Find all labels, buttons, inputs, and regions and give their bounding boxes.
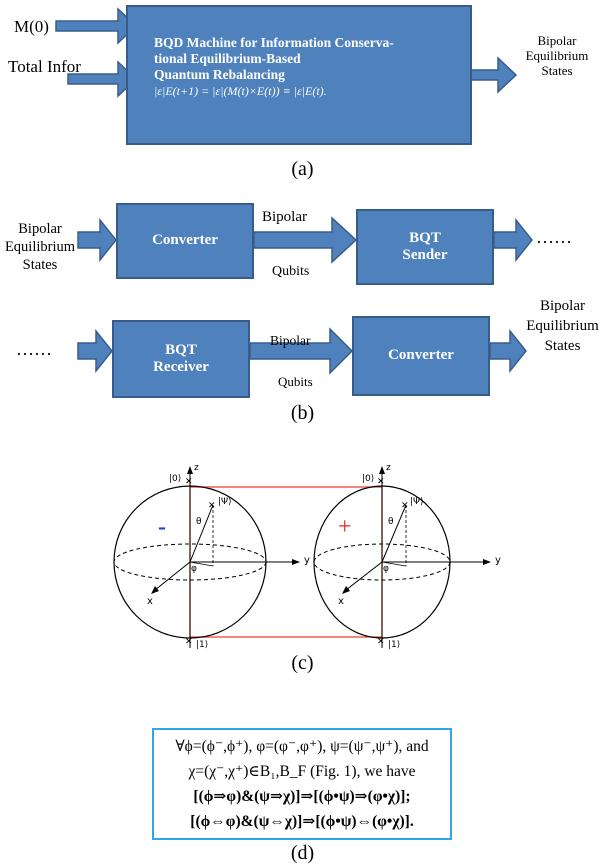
caption-d: (d) — [290, 842, 315, 864]
converter-box-b2: Converter — [352, 316, 490, 396]
converter-b1-label: Converter — [152, 232, 218, 249]
b1-mid-bottom-label: Qubits — [272, 264, 310, 279]
left-psi: |Ψ⟩ — [218, 497, 232, 507]
converter-box-b1: Converter — [116, 203, 254, 279]
output-a-line3: States — [541, 63, 573, 78]
converter-b2-label: Converter — [388, 347, 454, 364]
receiver-line1: BQT — [165, 341, 197, 358]
input-label-total-infor: Total Infor — [8, 57, 81, 76]
formula-line1: ∀ϕ=(ϕ⁻,ϕ⁺), φ=(φ⁻,φ⁺), ψ=(ψ⁻,ψ⁺), and — [175, 738, 429, 755]
input-label-m0: M(0) — [14, 17, 49, 36]
right-psi: |Ψ⟩ — [410, 497, 424, 507]
b2-output-line3: States — [544, 338, 581, 354]
b1-trailing-ellipsis: …… — [536, 227, 572, 247]
caption-c: (c) — [291, 652, 314, 674]
left-theta: θ — [196, 517, 202, 527]
sender-line2: Sender — [402, 247, 448, 263]
output-label-a: Bipolar Equilibrium States — [514, 33, 600, 78]
formula-line2: χ=(χ⁻,χ⁺)∈B₁,B_F (Fig. 1), we have — [188, 763, 416, 780]
bqd-equation: |ε|E(t+1) = |ε|(M(t)×E(t)) ≡ |ε|E(t). — [154, 84, 327, 98]
right-ket0: |0⟩ — [362, 474, 375, 484]
right-axis-y: y — [495, 555, 501, 566]
b1-input-label: Bipolar Equilibrium States — [0, 220, 80, 274]
bqd-title-line1: BQD Machine for Information Conserva- — [154, 35, 394, 50]
left-axis-z: z — [194, 463, 199, 473]
output-a-line1: Bipolar — [537, 33, 577, 48]
svg-text:✕: ✕ — [185, 637, 193, 647]
b2-output-line2: Equilibrium — [526, 318, 599, 334]
arrow-b1-middle — [253, 216, 358, 264]
bqd-title-line3: Quantum Rebalancing — [154, 67, 285, 82]
b1-input-line3: States — [22, 257, 58, 273]
b1-mid-top-label: Bipolar — [262, 209, 307, 225]
receiver-line2: Receiver — [153, 359, 209, 375]
arrow-b1-input — [77, 217, 117, 263]
output-arrow-a — [469, 56, 518, 94]
svg-text:✕: ✕ — [377, 477, 385, 487]
input-arrow-m0 — [55, 7, 138, 45]
bqd-title-line2: tional Equilibrium-Based — [154, 51, 301, 66]
left-ket1: |1⟩ — [196, 640, 209, 650]
bqt-sender-box: BQT Sender — [356, 209, 494, 285]
formula-line4: [(ϕ⇔φ)&(ψ⇔χ)]⇒[(ϕ•ψ)⇔(φ•χ)]. — [190, 813, 414, 830]
b1-input-line2: Equilibrium — [4, 239, 76, 255]
svg-text:✕: ✕ — [185, 477, 193, 487]
svg-text:✕: ✕ — [377, 637, 385, 647]
b1-input-line1: Bipolar — [18, 221, 62, 237]
arrow-b2-output — [489, 328, 527, 374]
arrow-b2-middle — [249, 327, 354, 375]
right-theta: θ — [388, 517, 394, 527]
bqt-receiver-box: BQT Receiver — [112, 320, 250, 398]
svg-text:✕: ✕ — [208, 501, 216, 511]
right-ket1: |1⟩ — [388, 640, 401, 650]
b2-leading-ellipsis: …… — [16, 339, 52, 359]
formula-line3: [(ϕ⇒φ)&(ψ⇒χ)]⇒[(ϕ•ψ)⇒(φ•χ)]; — [193, 788, 411, 805]
right-axis-z: z — [386, 463, 391, 473]
bloch-sphere-right: ✕ ✕ ✕ — [313, 466, 491, 648]
left-axis-x: x — [147, 596, 153, 607]
left-axis-y: y — [304, 555, 310, 566]
right-axis-x: x — [338, 596, 344, 607]
caption-b: (b) — [290, 402, 315, 424]
b2-output-line1: Bipolar — [540, 298, 585, 314]
b2-output-label: Bipolar Equilibrium States — [520, 296, 605, 356]
caption-a: (a) — [291, 158, 314, 180]
right-sphere-plus: + — [338, 514, 352, 540]
sender-line1: BQT — [409, 229, 441, 246]
b2-mid-bottom-label: Qubits — [278, 374, 313, 389]
formula-box: ∀ϕ=(ϕ⁻,ϕ⁺), φ=(φ⁻,φ⁺), ψ=(ψ⁻,ψ⁺), and χ=… — [152, 728, 452, 840]
bloch-sphere-left: ✕ ✕ ✕ — [113, 466, 300, 648]
left-phi: φ — [191, 564, 197, 574]
right-phi: φ — [383, 564, 389, 574]
svg-text:✕: ✕ — [401, 501, 409, 511]
arrow-b1-output — [493, 217, 533, 263]
left-ket0: |0⟩ — [169, 474, 182, 484]
b2-mid-top-label: Bipolar — [270, 333, 311, 348]
arrow-b2-input — [77, 328, 113, 374]
bqd-machine-box: BQD Machine for Information Conserva- ti… — [126, 5, 472, 145]
output-a-line2: Equilibrium — [525, 48, 589, 63]
left-sphere-minus: - — [158, 514, 166, 540]
